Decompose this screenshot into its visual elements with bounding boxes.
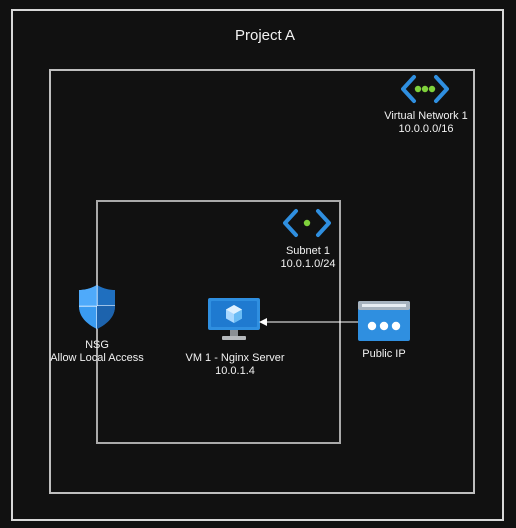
vm-name: VM 1 - Nginx Server bbox=[185, 352, 285, 364]
nsg-name: NSG bbox=[85, 339, 109, 351]
project-container bbox=[11, 9, 504, 521]
virtual-network-icon bbox=[401, 74, 449, 104]
virtual-machine-icon bbox=[208, 298, 260, 342]
public-ip-name: Public IP bbox=[362, 348, 406, 360]
vnet-name: Virtual Network 1 bbox=[384, 110, 468, 122]
public-ip-icon bbox=[358, 301, 410, 341]
vnet-label: Virtual Network 1 10.0.0.0/16 bbox=[376, 110, 476, 136]
public-ip-to-vm-connector bbox=[259, 318, 358, 326]
subnet-icon bbox=[283, 208, 331, 238]
nsg-label: NSG Allow Local Access bbox=[46, 339, 148, 365]
project-title: Project A bbox=[234, 27, 296, 44]
shield-icon bbox=[78, 284, 116, 330]
subnet-cidr: 10.0.1.0/24 bbox=[280, 258, 336, 270]
subnet-label: Subnet 1 10.0.1.0/24 bbox=[258, 245, 358, 271]
public-ip-label: Public IP bbox=[344, 348, 424, 361]
vm-label: VM 1 - Nginx Server 10.0.1.4 bbox=[176, 352, 294, 378]
vnet-cidr: 10.0.0.0/16 bbox=[398, 123, 454, 135]
nsg-description: Allow Local Access bbox=[50, 352, 144, 364]
subnet-name: Subnet 1 bbox=[285, 245, 331, 257]
virtual-network-container bbox=[49, 69, 475, 494]
vm-ip: 10.0.1.4 bbox=[215, 365, 255, 377]
